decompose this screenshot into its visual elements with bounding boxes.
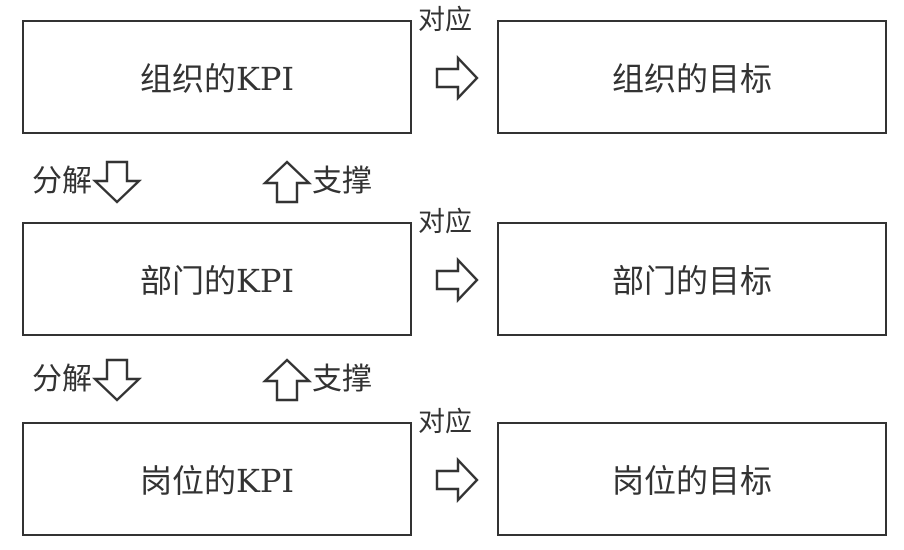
dept-kpi-box: 部门的KPI: [22, 222, 412, 336]
decompose-connector: 分解: [32, 157, 142, 207]
up-arrow-icon: [262, 160, 312, 204]
right-arrow-icon: [435, 457, 479, 503]
decompose-label: 分解: [32, 164, 92, 199]
org-relation-label: 对应: [418, 5, 472, 36]
dept-goal-label: 部门的目标: [611, 262, 772, 300]
org-kpi-label: 组织的KPI: [139, 60, 295, 98]
decompose-label: 分解: [32, 362, 92, 397]
dept-kpi-label: 部门的KPI: [139, 262, 295, 300]
position-relation-label: 对应: [418, 407, 472, 438]
org-goal-label: 组织的目标: [611, 60, 772, 98]
support-label: 支撑: [312, 164, 372, 199]
right-arrow-icon: [435, 55, 479, 101]
org-kpi-box: 组织的KPI: [22, 20, 412, 134]
dept-goal-box: 部门的目标: [497, 222, 887, 336]
dept-relation-label: 对应: [418, 207, 472, 238]
support-connector: 支撑: [262, 157, 372, 207]
position-kpi-box: 岗位的KPI: [22, 422, 412, 536]
decompose-connector: 分解: [32, 355, 142, 405]
support-label: 支撑: [312, 362, 372, 397]
position-goal-box: 岗位的目标: [497, 422, 887, 536]
support-connector: 支撑: [262, 355, 372, 405]
down-arrow-icon: [92, 358, 142, 402]
down-arrow-icon: [92, 160, 142, 204]
right-arrow-icon: [435, 257, 479, 303]
org-goal-box: 组织的目标: [497, 20, 887, 134]
position-kpi-label: 岗位的KPI: [139, 462, 295, 500]
position-goal-label: 岗位的目标: [611, 462, 772, 500]
up-arrow-icon: [262, 358, 312, 402]
